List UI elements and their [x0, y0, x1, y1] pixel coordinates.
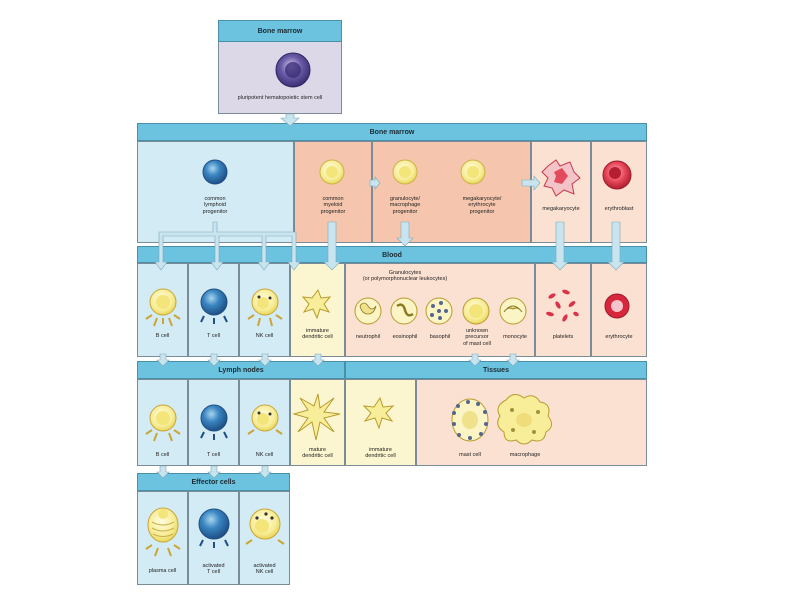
b-cell-label: B cell [155, 333, 170, 339]
lineage-arrows [154, 113, 625, 479]
neutrophil-label: neutrophil [355, 334, 381, 340]
mast-cell-label: mast cell [459, 452, 481, 458]
activated-t-icon [198, 508, 230, 548]
immature-dc-icon [301, 288, 332, 320]
granulocytes-label: Granulocytes (or polymorphonuclear leuko… [362, 270, 448, 283]
me-progenitor-label: megakaryocyte/ erythrocyte progenitor [462, 196, 502, 215]
ln-t-cell-label: T cell [206, 452, 221, 458]
arrow-myeloid-to-dc [323, 221, 341, 271]
ln-b-cell-label: B cell [155, 452, 170, 458]
plasma-cell-label: plasma cell [148, 568, 177, 574]
arrow-stem-to-marrow [280, 113, 300, 127]
neutrophil-icon [354, 297, 382, 325]
tissue-immature-dc-icon [362, 396, 395, 430]
arrow-mono-to-tissue [506, 353, 520, 367]
mature-dc-label: mature dendritic cell [302, 447, 333, 460]
common-lymphoid-icon [202, 159, 228, 185]
macrophage-label: macrophage [509, 452, 541, 458]
myeloid-progenitor-icons [319, 159, 486, 185]
mature-dc-icon [292, 393, 341, 441]
activated-nk-label: activated NK cell [253, 563, 276, 576]
stem-cell-label: pluripotent hematopoietic stem cell [237, 95, 323, 101]
arrow-me-to-megak [521, 175, 541, 191]
basophil-label: basophil [429, 334, 451, 340]
arrow-t-to-ln [207, 353, 221, 367]
monocyte-label: monocyte [503, 334, 527, 340]
gm-me-progenitor-panel [372, 141, 531, 243]
arrow-lymphoid-branch [154, 221, 301, 271]
common-lymphoid-label: common lymphoid progenitor [202, 196, 228, 215]
arrow-megak-to-platelets [551, 221, 569, 271]
eosinophil-label: eosinophil [392, 334, 418, 340]
nk-cell-icon [247, 288, 283, 327]
arrow-mast-to-tissue [468, 353, 482, 367]
plasma-cell-icon [145, 507, 181, 557]
ln-b-cell-icon [145, 404, 181, 442]
macrophage-icon [497, 394, 552, 445]
ln-nk-cell-label: NK cell [255, 452, 274, 458]
megakaryocyte-label: megakaryocyte [542, 206, 580, 212]
arrow-myeloid-to-gm [369, 176, 381, 190]
arrow-ln-t-to-effector [207, 465, 221, 479]
gm-progenitor-label: granulocyte/ macrophage progenitor [389, 196, 421, 215]
eosinophil-icon [390, 297, 418, 325]
platelets-icon [546, 289, 579, 322]
activated-nk-icon [245, 508, 285, 545]
common-myeloid-label: common myeloid progenitor [320, 196, 346, 215]
tissues-header: Tissues [345, 361, 647, 379]
arrow-dc-to-tissue [311, 353, 325, 367]
b-cell-icon [145, 288, 181, 327]
immature-dc-label: immature dendritic cell [302, 328, 333, 341]
lymph-nodes-header: Lymph nodes [137, 361, 345, 379]
erythrocyte-label: erythrocyte [605, 334, 633, 340]
t-cell-icon [200, 288, 228, 324]
arrow-ln-nk-to-effector [258, 465, 272, 479]
arrow-eryth-to-erythrocyte [607, 221, 625, 271]
bone-marrow-header: Bone marrow [137, 123, 647, 141]
bone-marrow-top-header: Bone marrow [218, 20, 342, 42]
ln-nk-cell-icon [247, 404, 283, 435]
monocyte-icon [499, 297, 527, 325]
platelet-panel [535, 263, 591, 357]
activated-t-label: activated T cell [202, 563, 225, 576]
basophil-icon [425, 297, 453, 325]
tissue-immature-dc-label: immature dendritic cell [365, 447, 396, 460]
mast-precursor-label: unknown precursor of mast cell [463, 328, 491, 347]
t-cell-label: T cell [206, 333, 221, 339]
mast-precursor-icon [462, 297, 490, 325]
arrow-gm-to-blood [396, 221, 414, 247]
platelets-label: platelets [552, 334, 574, 340]
erythroblast-label: erythroblast [604, 206, 634, 212]
mast-cell-icon [451, 398, 489, 442]
arrow-b-to-ln [156, 353, 170, 367]
nk-cell-label: NK cell [255, 333, 274, 339]
ln-t-cell-icon [200, 404, 228, 440]
arrow-nk-to-ln [258, 353, 272, 367]
arrow-ln-b-to-effector [156, 465, 170, 479]
